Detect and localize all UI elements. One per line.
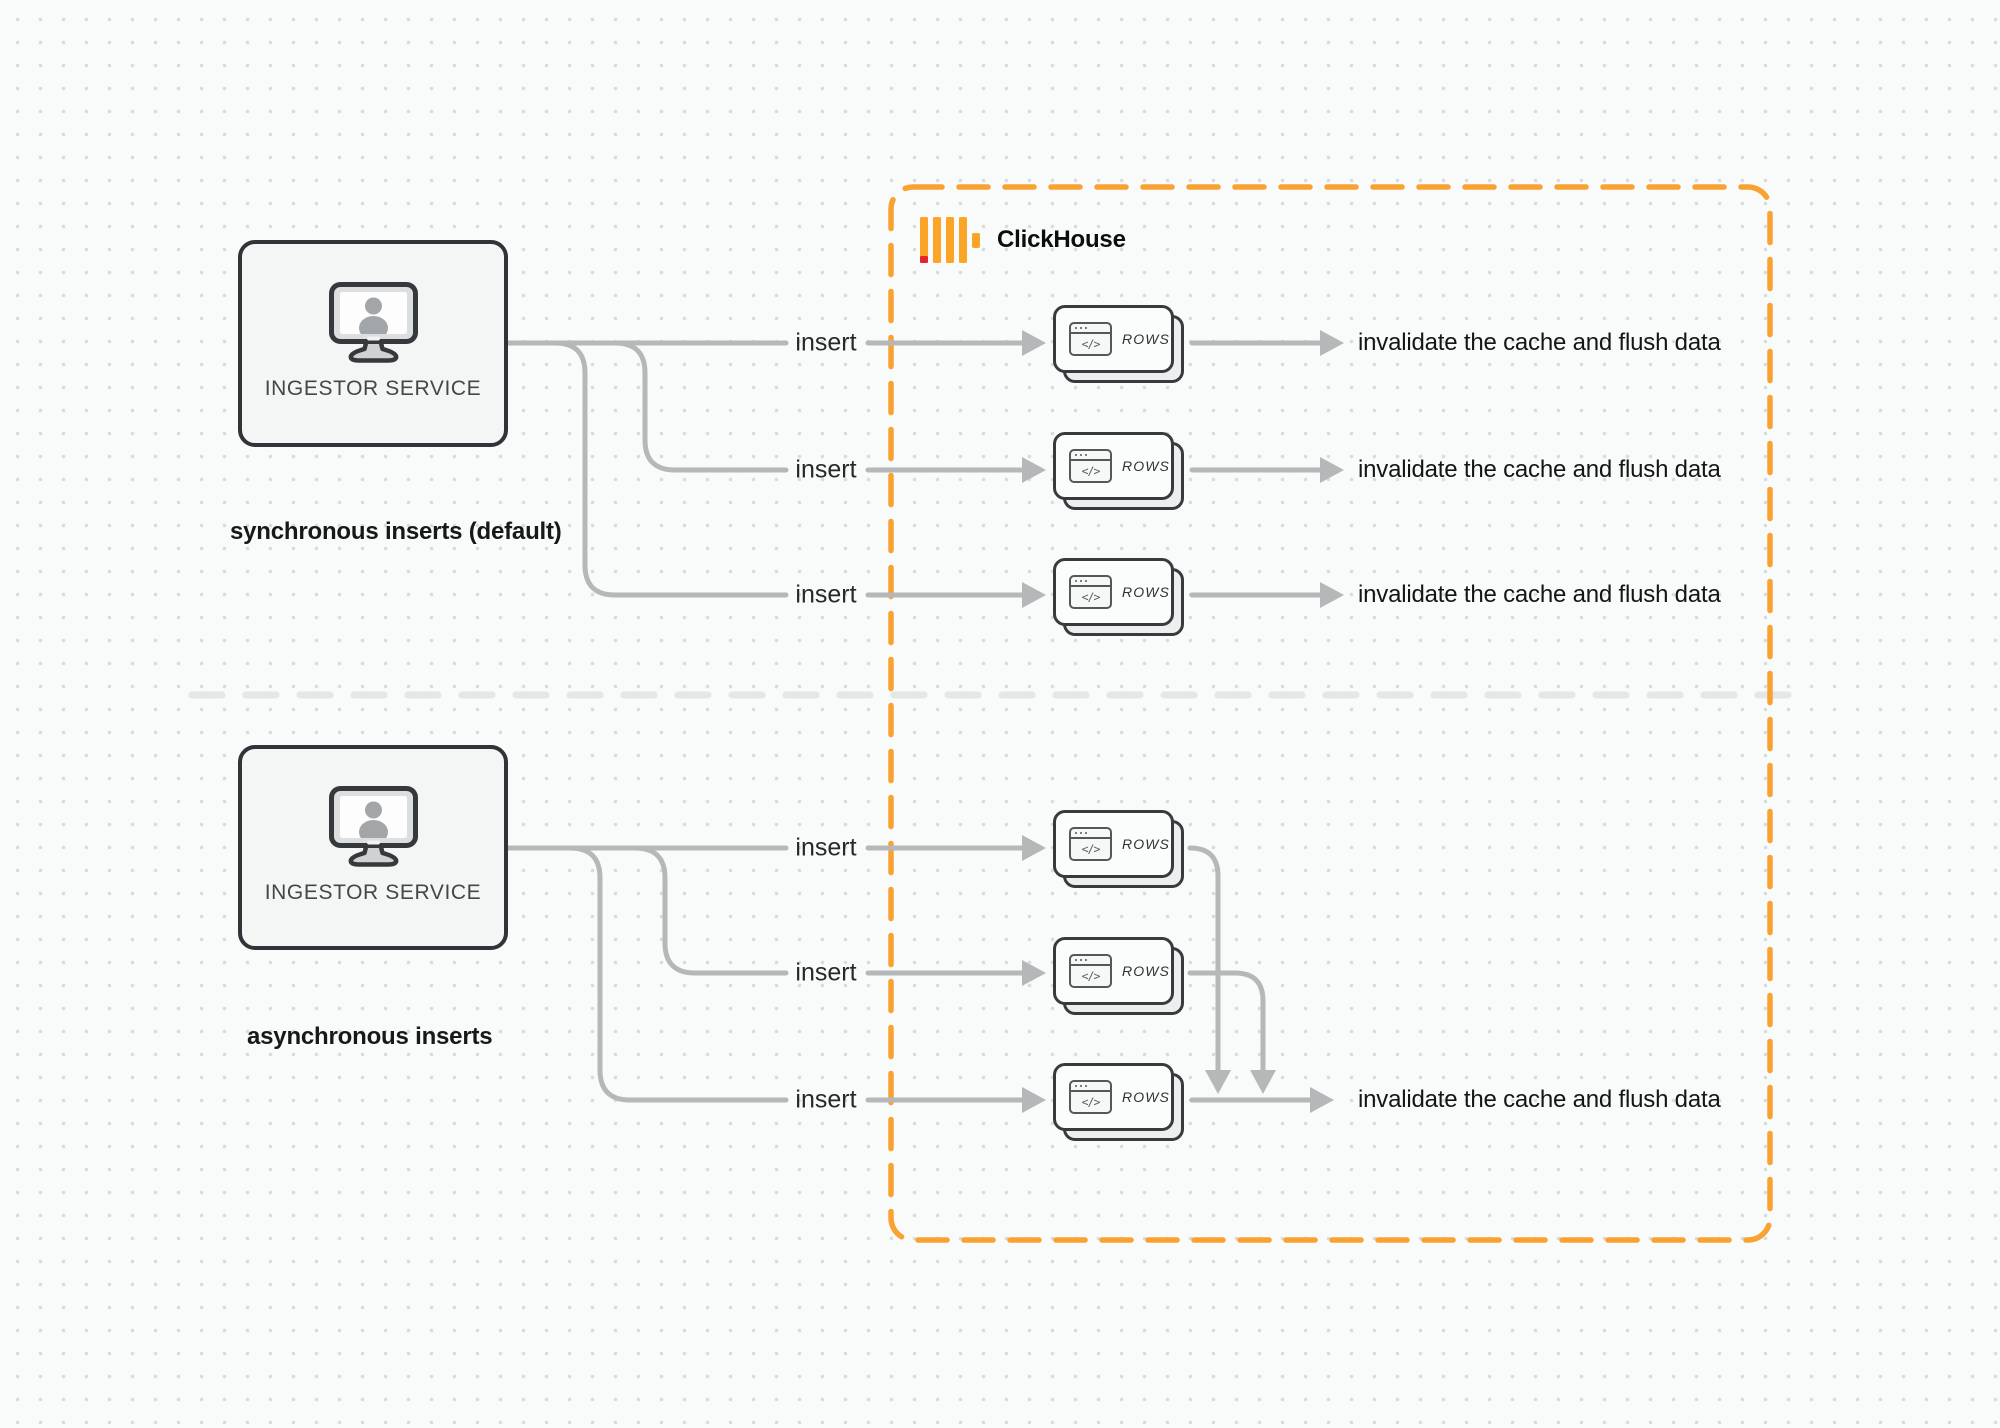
- async-branch-3: [505, 845, 789, 1103]
- monitor-user-icon: [328, 282, 418, 363]
- browser-window-icon: </>: [1069, 575, 1112, 609]
- sync-ingestor-service-box: INGESTOR SERVICE: [238, 240, 508, 447]
- async-insert-label-3: insert: [795, 1085, 857, 1114]
- async-service-label: INGESTOR SERVICE: [264, 881, 482, 904]
- monitor-user-icon: [328, 786, 418, 867]
- sync-insert-label-3: insert: [795, 580, 857, 609]
- browser-window-icon: </>: [1069, 449, 1112, 483]
- rows-stack-icon: </> ROWS: [1053, 1063, 1184, 1141]
- rows-stack-icon: </> ROWS: [1053, 432, 1184, 510]
- browser-window-icon: </>: [1069, 954, 1112, 988]
- browser-window-icon: </>: [1069, 827, 1112, 861]
- sync-insert-label-1: insert: [795, 328, 857, 357]
- rows-stack-icon: </> ROWS: [1053, 810, 1184, 888]
- clickhouse-brand: ClickHouse: [920, 214, 1126, 266]
- browser-window-icon: </>: [1069, 322, 1112, 356]
- clickhouse-boundary: [888, 184, 1773, 1243]
- browser-window-icon: </>: [1069, 1080, 1112, 1114]
- rows-card-label: ROWS: [1122, 331, 1170, 347]
- rows-card-label: ROWS: [1122, 1089, 1170, 1105]
- code-icon: </>: [1081, 842, 1101, 856]
- rows-card-label: ROWS: [1122, 584, 1170, 600]
- rows-card-label: ROWS: [1122, 963, 1170, 979]
- sync-section-caption: synchronous inserts (default): [230, 518, 562, 545]
- sync-insert-label-2: insert: [795, 455, 857, 484]
- rows-card-label: ROWS: [1122, 458, 1170, 474]
- code-icon: </>: [1081, 337, 1101, 351]
- sync-branch-3: [505, 340, 789, 598]
- async-merge-arrow-1: [1187, 845, 1231, 1094]
- rows-stack-icon: </> ROWS: [1053, 937, 1184, 1015]
- async-ingestor-service-box: INGESTOR SERVICE: [238, 745, 508, 950]
- sync-service-label: INGESTOR SERVICE: [264, 377, 482, 400]
- code-icon: </>: [1081, 590, 1101, 604]
- rows-stack-icon: </> ROWS: [1053, 558, 1184, 636]
- sync-result-label-1: invalidate the cache and flush data: [1358, 329, 1721, 356]
- async-insert-label-1: insert: [795, 833, 857, 862]
- async-result-label: invalidate the cache and flush data: [1358, 1086, 1721, 1113]
- async-branch-2: [505, 845, 789, 976]
- sync-result-label-2: invalidate the cache and flush data: [1358, 456, 1721, 483]
- rows-stack-icon: </> ROWS: [1053, 305, 1184, 383]
- code-icon: </>: [1081, 969, 1101, 983]
- sync-result-label-3: invalidate the cache and flush data: [1358, 581, 1721, 608]
- sync-branch-2: [505, 340, 789, 473]
- code-icon: </>: [1081, 464, 1101, 478]
- clickhouse-brand-name: ClickHouse: [997, 226, 1126, 253]
- async-merge-arrow-2: [1187, 970, 1276, 1094]
- async-insert-label-2: insert: [795, 958, 857, 987]
- clickhouse-logo-icon: [920, 217, 980, 263]
- rows-card-label: ROWS: [1122, 836, 1170, 852]
- code-icon: </>: [1081, 1095, 1101, 1109]
- async-section-caption: asynchronous inserts: [247, 1023, 493, 1050]
